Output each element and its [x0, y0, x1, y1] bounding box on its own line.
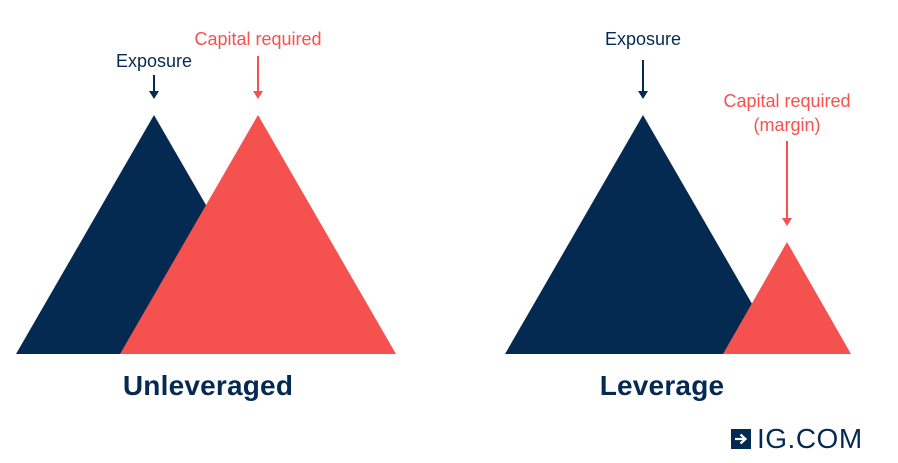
leverage-exposure-label: Exposure — [604, 29, 682, 49]
unleveraged-exposure-label: Exposure — [115, 51, 193, 71]
ig-logo: IG.COM — [731, 425, 863, 453]
unleveraged-capital-triangle — [120, 115, 396, 354]
unleveraged-capital-arrow-icon — [253, 56, 263, 99]
leverage-exposure-arrow-icon — [638, 60, 648, 99]
leverage-capital-sublabel: (margin) — [753, 115, 821, 135]
leverage-capital-arrow-icon — [782, 141, 792, 226]
arrow-right-box-icon — [731, 429, 751, 449]
unleveraged-title: Unleveraged — [122, 370, 294, 401]
unleveraged-exposure-arrow-icon — [149, 75, 159, 99]
unleveraged-capital-label: Capital required — [194, 29, 322, 49]
leverage-title: Leverage — [599, 370, 725, 401]
leverage-capital-triangle — [723, 242, 851, 354]
leverage-exposure-triangle — [505, 115, 781, 354]
logo-text: IG.COM — [757, 423, 863, 454]
leverage-capital-label: Capital required — [723, 91, 851, 111]
